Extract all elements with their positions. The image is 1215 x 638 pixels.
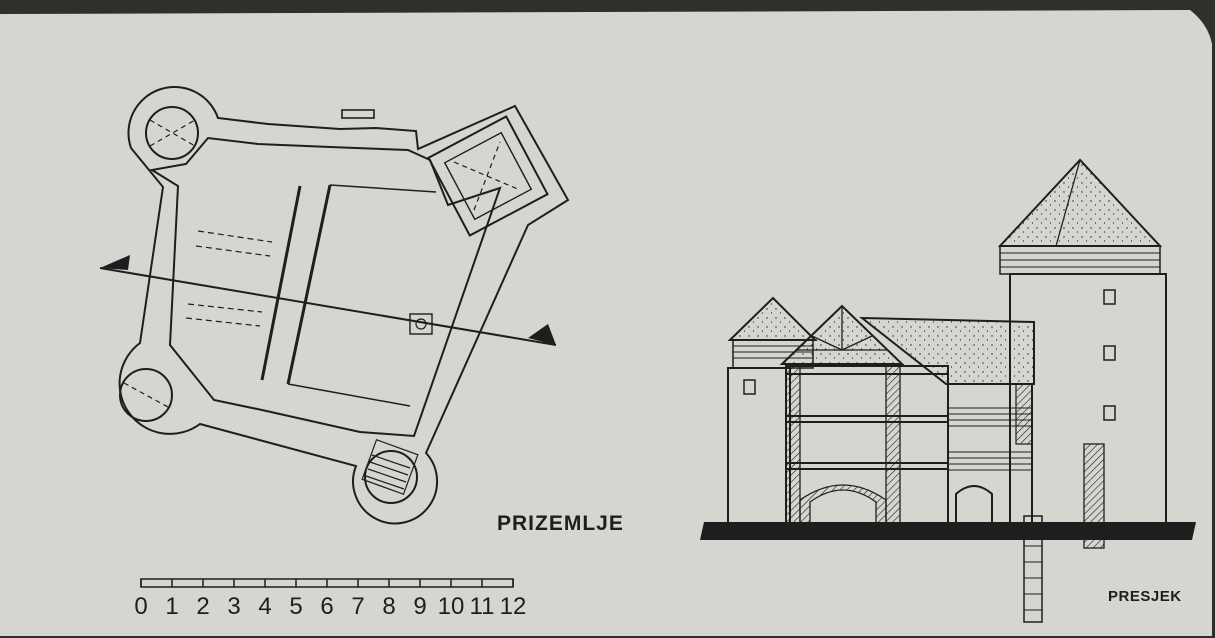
scale-tick-label: 12 — [500, 593, 527, 620]
scale-tick-label: 0 — [134, 593, 147, 620]
plan-courtyard-wall-n — [329, 184, 437, 193]
section-big-tower-window-3 — [1103, 405, 1116, 421]
plan-tower-ne — [427, 115, 549, 237]
scale-tick-label: 1 — [165, 593, 178, 620]
scale-tick-label: 4 — [258, 593, 271, 620]
scale-tick-label: 2 — [196, 593, 209, 620]
plan-tower-se — [364, 450, 418, 504]
section-wall-mid — [885, 365, 901, 525]
plan-dash-2 — [195, 245, 271, 257]
section-roof-slope — [859, 316, 1035, 385]
section-cut-arrow-e — [528, 324, 556, 345]
plan-courtyard-wall-s — [287, 383, 411, 407]
plan-dash-3 — [187, 303, 263, 313]
plan-tower-ne-inner — [443, 131, 533, 221]
plan-tower-ne-diag — [453, 161, 521, 191]
section-wall-left — [785, 365, 801, 525]
section-label: PRESJEK — [1108, 588, 1182, 605]
scale-tick-label: 5 — [289, 593, 302, 620]
plan-courtyard-wall-w — [286, 184, 332, 385]
section-big-tower-gallery-lines — [1000, 252, 1160, 268]
section-east-wing-column — [1015, 383, 1033, 445]
scale-tick-label: 9 — [413, 593, 426, 620]
scale-tick-label: 11 — [470, 593, 495, 620]
section-drawing — [727, 158, 1167, 623]
section-big-tower-roof-ridge — [1055, 159, 1081, 247]
plan-inner-wall — [149, 136, 502, 438]
plan-room-divider-1 — [260, 185, 302, 381]
paper-background — [0, 10, 1212, 636]
plan-tower-nw — [145, 106, 199, 160]
section-well-rungs — [1024, 529, 1042, 611]
plan-dash-1 — [197, 230, 273, 243]
section-ground-line — [700, 522, 1196, 540]
plan-dash-4 — [185, 317, 261, 327]
scale-tick-label: 6 — [320, 593, 333, 620]
plan-stairs — [361, 438, 419, 496]
floor-plan — [99, 86, 570, 525]
section-left-tower-window — [743, 379, 756, 395]
section-big-tower-window-1 — [1103, 289, 1116, 305]
section-big-tower-window-2 — [1103, 345, 1116, 361]
scale-tick-label: 8 — [382, 593, 395, 620]
plan-tower-sw — [119, 368, 173, 422]
scale-tick-label: 3 — [227, 593, 240, 620]
scale-tick-label: 10 — [438, 593, 465, 620]
plan-tower-ne-diag-2 — [473, 141, 501, 211]
section-well-shaft — [1023, 515, 1043, 623]
section-east-wing-gate — [955, 485, 993, 524]
section-cut-line — [99, 267, 557, 346]
plan-gate-slab — [341, 109, 375, 119]
section-floors — [786, 373, 948, 470]
plan-label: PRIZEMLJE — [497, 512, 624, 535]
scale-tick-label: 7 — [351, 593, 364, 620]
section-roof-truss — [796, 306, 888, 351]
section-cellar-opening — [809, 489, 877, 524]
scale-tick-group — [140, 579, 514, 587]
section-cut-arrow-w — [100, 255, 130, 270]
